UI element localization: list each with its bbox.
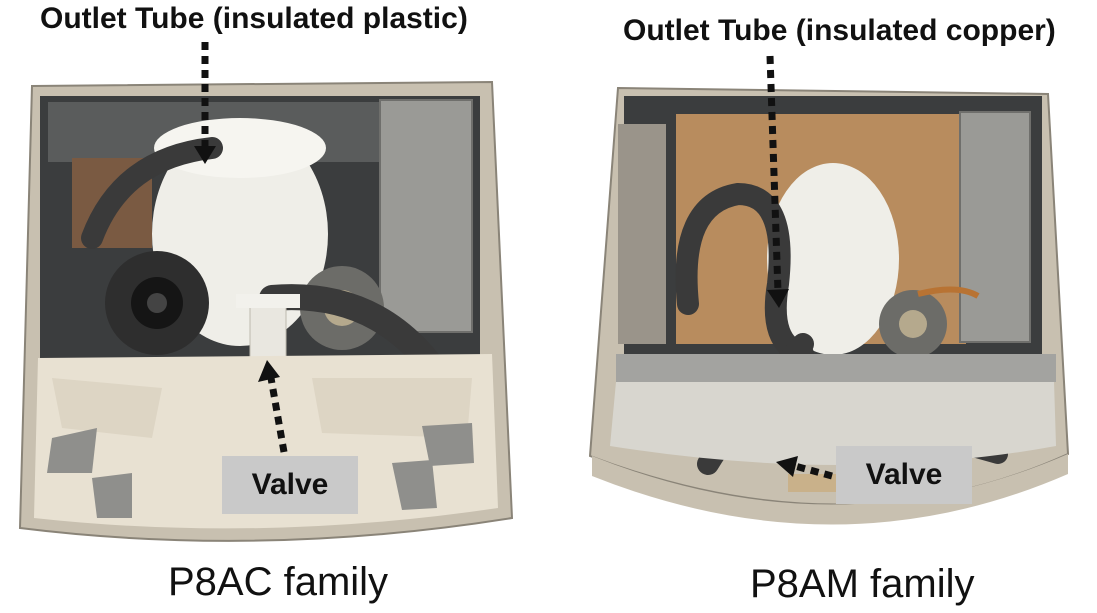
p8am-family-caption: P8AM family — [750, 562, 975, 606]
p8ac-unit-photo — [18, 80, 514, 542]
p8am-unit-photo — [588, 86, 1070, 525]
p8ac-family-caption: P8AC family — [168, 560, 389, 604]
valve-label-box-left: Valve — [222, 456, 358, 514]
outlet-tube-plastic-label: Outlet Tube (insulated plastic) — [40, 2, 468, 35]
valve-label-left: Valve — [251, 468, 329, 501]
outlet-tube-copper-label: Outlet Tube (insulated copper) — [623, 14, 1056, 47]
valve-label-right: Valve — [865, 458, 943, 491]
valve-label-box-right: Valve — [836, 446, 972, 504]
